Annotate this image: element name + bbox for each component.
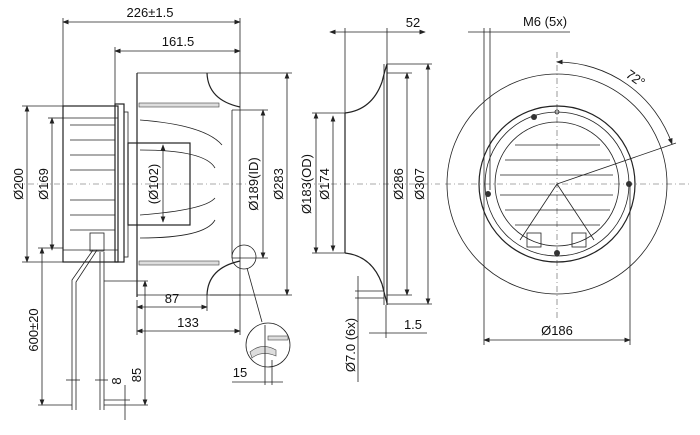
hub [127,142,191,226]
cables [66,249,108,410]
dim-angle: 72° [623,67,648,91]
dim-inlet-id: Ø189(ID) [246,157,261,210]
dim-bolt-circle: Ø186 [541,323,573,338]
cooling-fins [500,144,613,226]
dim-thread: M6 (5x) [523,14,567,29]
dim-detail-15: 15 [233,365,247,380]
dim-impeller-length: 161.5 [162,34,195,49]
dim-ring-depth: 52 [406,15,420,30]
motor-housing [62,103,129,263]
side-view: 226±1.5 161.5 Ø200 Ø169 (Ø102) Ø189(ID) … [11,5,292,420]
dim-ring-throat: Ø174 [317,168,332,200]
dim-strip-85: 85 [129,368,144,382]
front-view: 72° M6 (5x) Ø186 [445,14,690,345]
dim-ring-flange: Ø307 [412,168,427,200]
inlet-ring-view: 52 Ø183(OD) Ø174 Ø286 Ø307 Ø7.0 (6x) 1.5 [299,15,440,382]
dim-cable-length: 600±20 [26,308,41,351]
dim-depth-133: 133 [177,315,199,330]
dim-depth-87: 87 [165,291,179,306]
dim-impeller-diameter: Ø283 [271,168,286,200]
dim-ring-bolt-circle: Ø286 [391,168,406,200]
dim-motor-inner-diameter: Ø169 [36,168,51,200]
dim-ring-od: Ø183(OD) [299,154,314,214]
detail-callout [231,244,291,368]
dim-strip-8: 8 [109,377,124,384]
dim-ring-thickness: 1.5 [404,317,422,332]
dim-ring-holes: Ø7.0 (6x) [343,318,358,372]
dim-motor-diameter: Ø200 [11,168,26,200]
dim-hub-diameter: (Ø102) [146,164,161,204]
dim-overall-length: 226±1.5 [127,5,174,20]
